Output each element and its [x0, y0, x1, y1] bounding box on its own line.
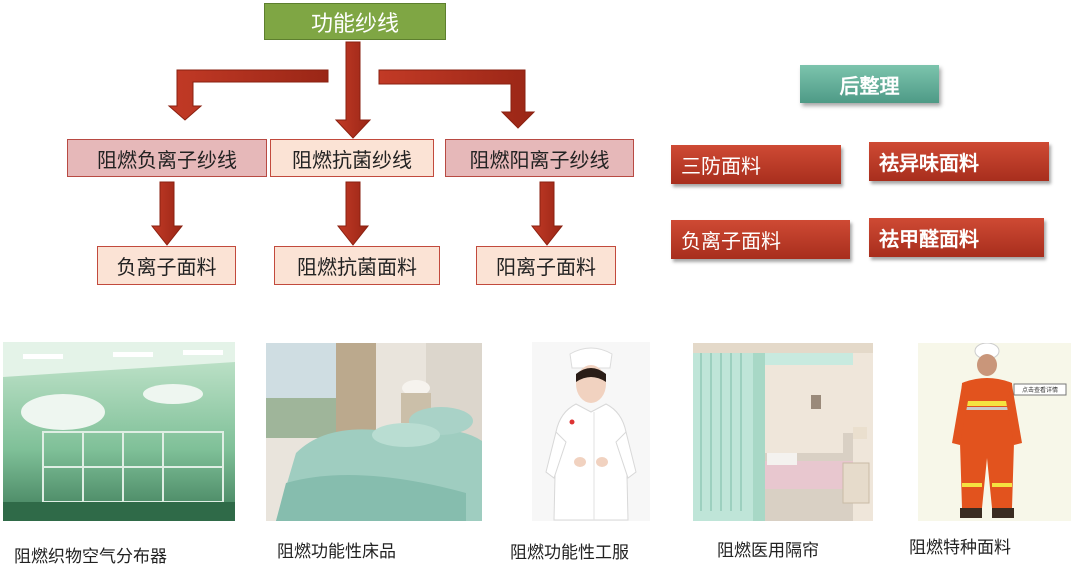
finish-item-formaldehyde: 祛甲醛面料: [869, 218, 1044, 257]
arrow-to-yarn-1: [167, 69, 329, 121]
arrow-to-fabric-2: [336, 181, 370, 246]
arrow-to-yarn-2: [334, 41, 372, 139]
fabric-node-3: 阳离子面料: [476, 246, 616, 285]
yarn-node-1: 阻燃负离子纱线: [67, 139, 267, 177]
finish-item-deodorize: 祛异味面料: [869, 142, 1049, 181]
nurse-uniform-photo: [532, 342, 650, 521]
finish-item-negative-ion: 负离子面料: [671, 220, 850, 259]
caption-special-fabric: 阻燃特种面料: [909, 538, 1011, 558]
yarn-node-2: 阻燃抗菌纱线: [270, 139, 434, 177]
finish-item-waterproof: 三防面料: [671, 145, 841, 184]
caption-work-uniform: 阻燃功能性工服: [510, 543, 629, 563]
bedding-photo: [266, 343, 482, 521]
arrow-to-fabric-3: [530, 181, 564, 246]
caption-bedding: 阻燃功能性床品: [277, 542, 396, 562]
caption-air-distributor: 阻燃织物空气分布器: [14, 547, 167, 567]
caption-medical-curtain: 阻燃医用隔帘: [717, 541, 819, 561]
firefighter-suit-photo: 点击查看详情: [918, 343, 1071, 521]
medical-curtain-photo: [693, 343, 873, 521]
finishing-title: 后整理: [800, 65, 939, 103]
arrow-to-yarn-3: [378, 69, 536, 129]
arrow-to-fabric-1: [150, 181, 184, 246]
fabric-node-1: 负离子面料: [97, 246, 236, 285]
photo-inset-label: 点击查看详情: [1022, 386, 1058, 394]
fabric-node-2: 阻燃抗菌面料: [274, 246, 440, 285]
air-distributor-photo: [3, 342, 235, 521]
yarn-node-3: 阻燃阳离子纱线: [445, 139, 634, 177]
root-node-functional-yarn: 功能纱线: [264, 3, 446, 40]
